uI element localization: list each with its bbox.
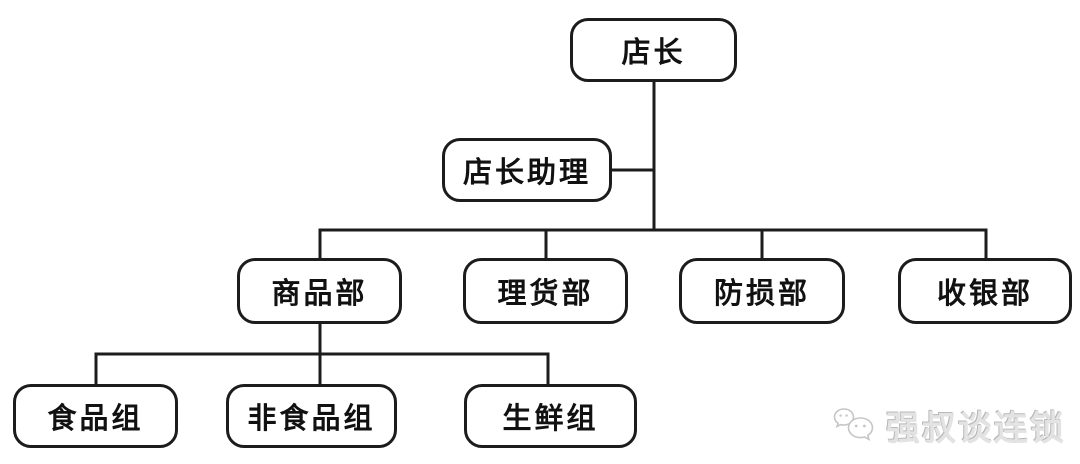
org-node-loss-prevention-dept: 防损部 — [679, 258, 845, 324]
watermark: 强叔谈连锁 — [832, 401, 1066, 450]
watermark-text: 强叔谈连锁 — [886, 410, 1066, 448]
org-node-store-manager: 店长 — [570, 18, 737, 82]
org-node-food-group: 食品组 — [13, 384, 178, 448]
org-node-cashier-dept: 收银部 — [898, 258, 1072, 324]
org-node-fresh-group: 生鲜组 — [464, 384, 637, 448]
org-node-nonfood-group: 非食品组 — [226, 384, 397, 448]
org-node-merchandise-dept: 商品部 — [237, 258, 402, 324]
org-node-tally-dept: 理货部 — [463, 258, 628, 324]
org-node-store-manager-assistant: 店长助理 — [442, 138, 612, 202]
wechat-logo-icon — [833, 407, 874, 441]
